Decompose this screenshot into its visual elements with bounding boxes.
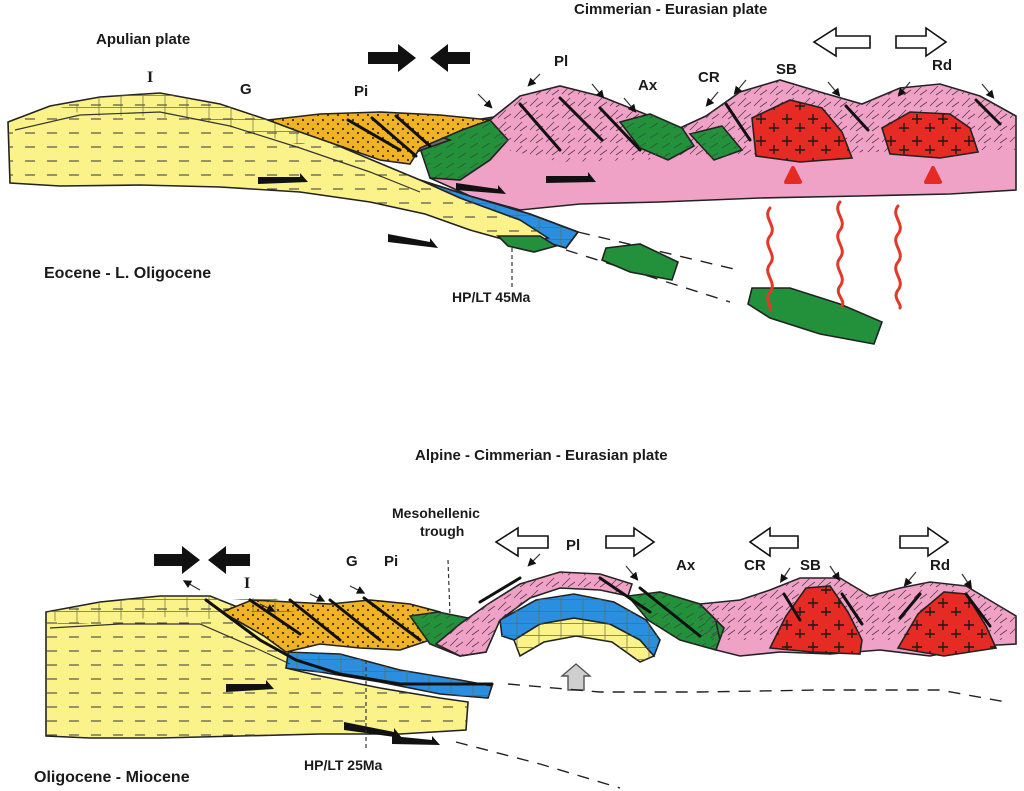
bottom-shear-arrows [226, 680, 440, 745]
top-panel: Apulian plate Cimmerian - Eurasian plate… [7, 1, 1017, 345]
bottom-dashed-lines [365, 559, 1007, 789]
label-alpine-cimmerian-eurasian-plate: Alpine - Cimmerian - Eurasian plate [415, 447, 668, 464]
zone-label-i: I [147, 69, 153, 86]
zone-label-cr: CR [698, 69, 720, 86]
label-mesohellenic: Mesohellenic [392, 505, 480, 521]
bottom-plutons [768, 585, 998, 657]
zone-label-sb: SB [776, 61, 797, 78]
label-age-oligocene: Oligocene - Miocene [34, 769, 190, 786]
top-yellow-block [7, 92, 551, 245]
top-orange-flysch [267, 111, 491, 165]
label-trough: trough [420, 523, 464, 539]
top-subduction [511, 231, 884, 345]
top-extension-arrows [812, 26, 948, 58]
zone-label-rd: Rd [930, 557, 950, 574]
label-hp-lt-25ma: HP/LT 25Ma [304, 757, 383, 773]
bottom-panel: Alpine - Cimmerian - Eurasian plate Meso… [34, 447, 1017, 789]
uplift-arrow [560, 663, 592, 691]
top-convergence-arrows [368, 44, 470, 72]
top-green-axios [618, 113, 744, 161]
bottom-blue-layer [283, 593, 661, 699]
zone-label-pl: Pl [554, 53, 568, 70]
bottom-extension-arrows [494, 526, 950, 558]
label-cimmerian-eurasian-plate: Cimmerian - Eurasian plate [574, 1, 767, 18]
zone-label-ax: Ax [676, 557, 696, 574]
zone-label-cr: CR [744, 557, 766, 574]
zone-label-ax: Ax [638, 77, 658, 94]
bottom-yellow-block [45, 595, 469, 739]
top-thrust-lines [518, 96, 1002, 152]
bottom-thrust-lines [204, 576, 992, 686]
top-heat-waves [766, 200, 902, 312]
bottom-motion-ticks [182, 553, 972, 612]
bottom-convergence-arrows [154, 546, 250, 574]
top-plutons [751, 99, 980, 184]
label-age-eocene: Eocene - L. Oligocene [44, 265, 211, 282]
top-motion-ticks [477, 73, 995, 113]
label-apulian-plate: Apulian plate [96, 31, 190, 48]
zone-label-pi: Pi [384, 553, 398, 570]
zone-label-pl: Pl [566, 537, 580, 554]
zone-label-pi: Pi [354, 83, 368, 100]
zone-label-g: G [346, 553, 358, 570]
top-shear-arrows [258, 172, 596, 248]
zone-label-rd: Rd [932, 57, 952, 74]
zone-label-i: I [244, 575, 250, 592]
zone-label-sb: SB [800, 557, 821, 574]
zone-label-g: G [240, 81, 252, 98]
label-hp-lt-45ma: HP/LT 45Ma [452, 289, 531, 305]
